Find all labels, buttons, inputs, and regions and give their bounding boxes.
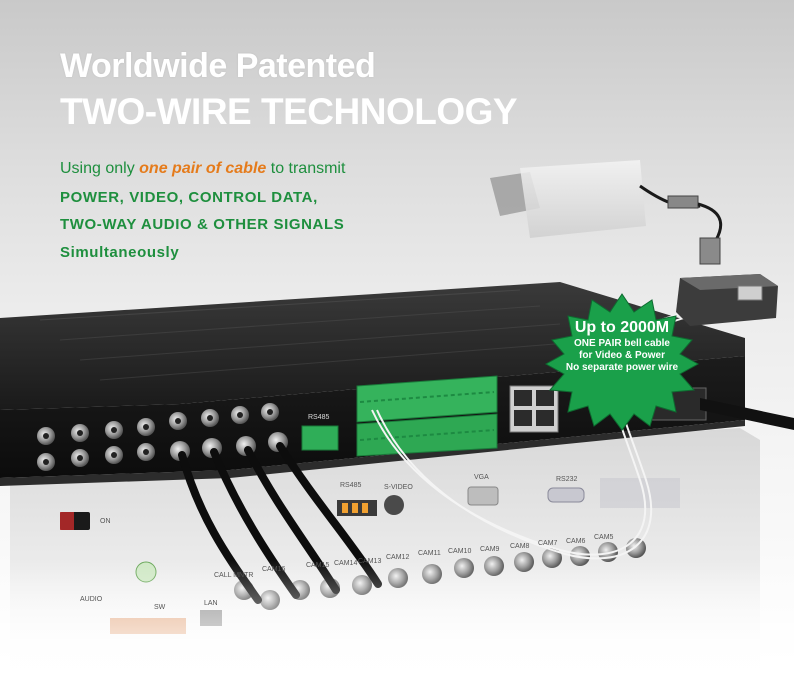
label-call-mntr: CALL MNTR <box>214 572 254 579</box>
label-sw: SW <box>154 604 166 611</box>
label-rs485: RS485 <box>308 414 330 421</box>
signals-line1: POWER, VIDEO, CONTROL DATA, <box>60 189 318 206</box>
label-on: ON <box>100 518 111 525</box>
badge-starburst <box>544 293 700 431</box>
bottom-fade <box>0 560 794 686</box>
intro-prefix: Using only <box>60 160 140 177</box>
badge-line1: ONE PAIR bell cable <box>574 338 670 349</box>
label-cam15: CAM15 <box>306 562 330 569</box>
badge-line3: No separate power wire <box>565 362 679 373</box>
intro-highlight: one pair of cable <box>139 160 267 177</box>
headline-line2: TWO-WIRE TECHNOLOGY <box>60 91 518 132</box>
power-cord <box>700 398 794 430</box>
label-cam16: CAM16 <box>262 566 286 573</box>
label-rs485-lower: RS485 <box>340 482 362 489</box>
label-audio: AUDIO <box>80 596 103 603</box>
headline-line1: Worldwide Patented <box>60 47 376 85</box>
label-cam6: CAM6 <box>566 538 586 545</box>
green-terminal-blocks <box>356 375 498 457</box>
label-cam9: CAM9 <box>480 546 500 553</box>
badge-text: Up to 2000M ONE PAIR bell cable for Vide… <box>540 300 704 374</box>
label-cam12: CAM12 <box>386 554 410 561</box>
signals-line3: Simultaneously <box>60 244 180 261</box>
label-cam7: CAM7 <box>538 540 558 547</box>
label-vga: VGA <box>474 474 489 481</box>
label-cam14: CAM14 <box>334 560 358 567</box>
intro-suffix: to transmit <box>266 160 346 177</box>
camera <box>490 160 722 265</box>
label-cam11: CAM11 <box>418 550 441 557</box>
label-svideo: S-VIDEO <box>384 484 413 491</box>
signals-line2: TWO-WAY AUDIO & OTHER SIGNALS <box>60 216 345 233</box>
rj45-jacks <box>509 385 559 433</box>
main-dvr-top <box>0 282 745 410</box>
intro-text: Using only one pair of cable to transmit <box>60 160 345 178</box>
label-cam13: CAM13 <box>358 558 382 565</box>
label-rs232: RS232 <box>556 476 578 483</box>
label-cam8: CAM8 <box>510 543 530 550</box>
label-cam10: CAM10 <box>448 548 472 555</box>
label-lan: LAN <box>204 600 218 607</box>
video-power-transceiver <box>676 274 778 326</box>
label-cam5: CAM5 <box>594 534 614 541</box>
front-bnc-connectors <box>37 403 288 471</box>
badge-title: Up to 2000M <box>574 319 670 336</box>
badge-line2: for Video & Power <box>579 350 665 361</box>
rs485-terminal <box>301 425 339 451</box>
